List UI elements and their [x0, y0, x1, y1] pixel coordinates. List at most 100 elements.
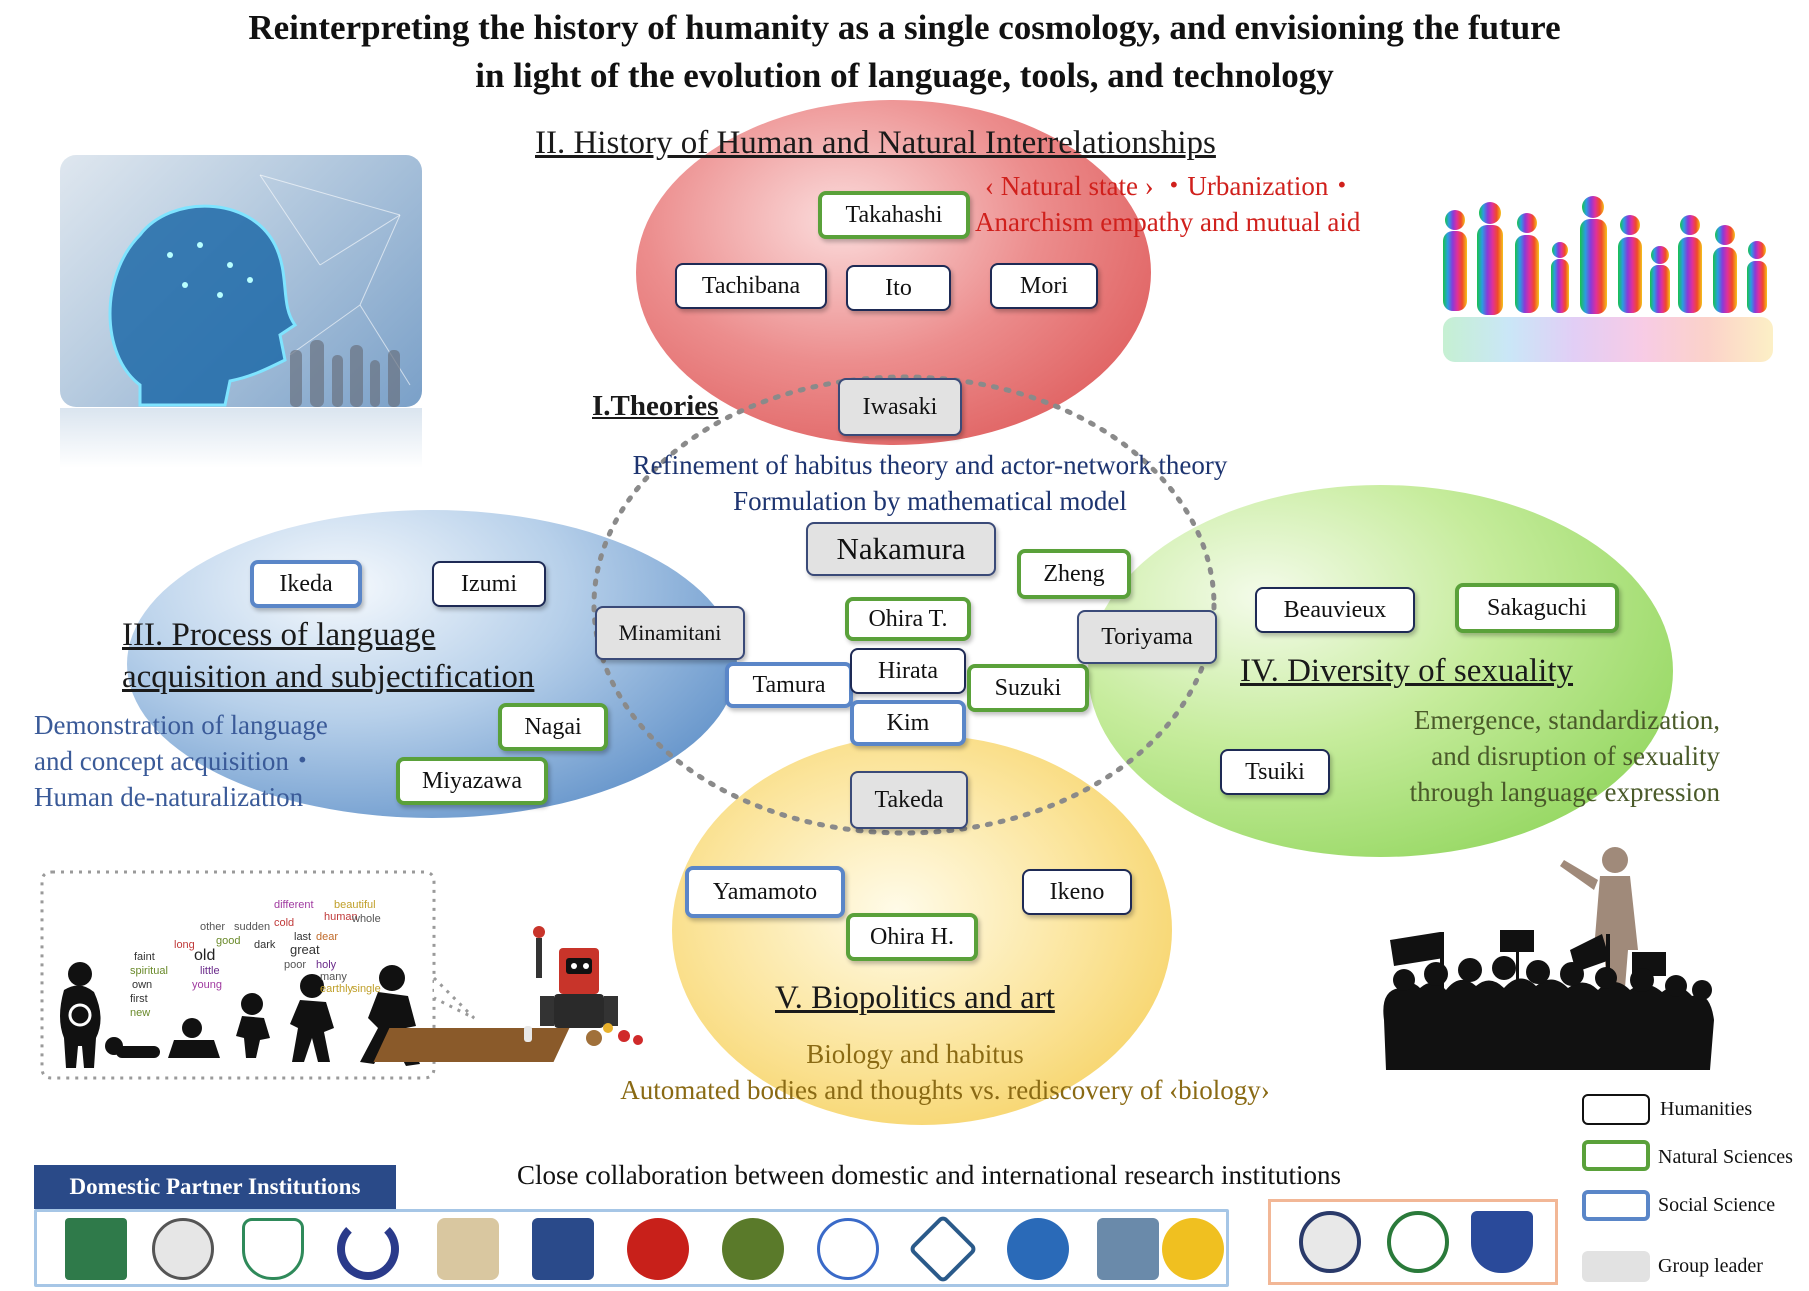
section-1-heading: I.Theories	[592, 390, 719, 422]
domestic-partners-panel	[34, 1209, 1229, 1287]
section-2-heading: II. History of Human and Natural Interre…	[535, 125, 1216, 161]
section-3-desc-line-1: Demonstration of language	[34, 710, 328, 740]
svg-text:long: long	[174, 939, 195, 951]
member-beauvieux: Beauvieux	[1255, 587, 1415, 633]
partner-logo-6	[532, 1218, 594, 1280]
legend-leader-label: Group leader	[1658, 1255, 1763, 1277]
partner-logo-13	[1162, 1218, 1224, 1280]
section-3-desc-line-2: and concept acquisition・	[34, 746, 316, 776]
member-toriyama: Toriyama	[1077, 610, 1217, 664]
legend-humanities-label: Humanities	[1660, 1098, 1753, 1120]
svg-text:other: other	[200, 921, 225, 933]
member-ikeno: Ikeno	[1022, 869, 1132, 915]
member-suzuki: Suzuki	[967, 664, 1089, 712]
section-3-desc-line-3: Human de-naturalization	[34, 782, 304, 812]
intl-logo-hanoi	[1387, 1211, 1449, 1273]
section-1-desc-line-1: Refinement of habitus theory and actor-n…	[632, 450, 1228, 480]
svg-text:many: many	[320, 971, 347, 983]
partner-logo-2	[152, 1218, 214, 1280]
section-4-circle	[1088, 485, 1673, 857]
svg-text:holy: holy	[316, 959, 337, 971]
member-takeda: Takeda	[850, 771, 968, 829]
svg-text:single: single	[352, 983, 381, 995]
legend-natural-label: Natural Sciences	[1658, 1146, 1793, 1168]
partner-logo-7	[627, 1218, 689, 1280]
svg-text:faint: faint	[134, 951, 155, 963]
intl-logo-pittsburgh	[1299, 1211, 1361, 1273]
partner-logo-11	[1007, 1218, 1069, 1280]
member-izumi: Izumi	[432, 561, 546, 607]
svg-text:dear: dear	[316, 931, 338, 943]
title-line-1: Reinterpreting the history of humanity a…	[248, 8, 1561, 47]
section-2-desc-line-1: ‹ Natural state › ・Urbanization・	[985, 171, 1356, 201]
international-partners-panel	[1268, 1199, 1558, 1285]
svg-text:cold: cold	[274, 917, 294, 929]
svg-text:little: little	[200, 965, 220, 977]
section-5-description: Biology and habitus Automated bodies and…	[580, 1036, 1310, 1108]
member-sakaguchi: Sakaguchi	[1455, 583, 1619, 633]
svg-text:whole: whole	[351, 913, 381, 925]
partner-logo-8	[722, 1218, 784, 1280]
section-2-desc-line-2: Anarchism empathy and mutual aid	[975, 207, 1361, 237]
legend-social-label: Social Science	[1658, 1194, 1776, 1216]
page-title: Reinterpreting the history of humanity a…	[0, 4, 1809, 100]
section-3-description: Demonstration of language and concept ac…	[34, 707, 328, 815]
legend-humanities-swatch	[1582, 1094, 1650, 1125]
partner-logo-9	[817, 1218, 879, 1280]
svg-text:great: great	[290, 942, 320, 957]
svg-text:spiritual: spiritual	[130, 965, 168, 977]
section-3-heading-line-2: acquisition and subjectification	[122, 659, 535, 695]
section-5-desc-line-2: Automated bodies and thoughts vs. redisc…	[620, 1075, 1270, 1105]
member-nakamura: Nakamura	[806, 522, 996, 576]
svg-text:young: young	[192, 979, 222, 991]
partner-logo-4	[337, 1218, 399, 1280]
svg-text:beautiful: beautiful	[334, 899, 376, 911]
svg-text:different: different	[274, 899, 314, 911]
title-line-2: in light of the evolution of language, t…	[475, 56, 1334, 95]
section-4-desc-line-3: through language expression	[1409, 777, 1720, 807]
svg-text:dark: dark	[254, 939, 276, 951]
svg-text:good: good	[216, 935, 240, 947]
svg-text:old: old	[194, 947, 215, 964]
section-4-description: Emergence, standardization, and disrupti…	[1325, 702, 1720, 810]
section-1-desc-line-2: Formulation by mathematical model	[733, 486, 1127, 516]
member-ohira-h: Ohira H.	[846, 913, 978, 961]
member-ikeda: Ikeda	[250, 560, 362, 608]
svg-text:sudden: sudden	[234, 921, 270, 933]
section-3-heading-line-1: III. Process of language	[122, 617, 436, 653]
section-4-desc-line-1: Emergence, standardization,	[1413, 705, 1720, 735]
member-tsuiki: Tsuiki	[1220, 749, 1330, 795]
partner-logo-10	[907, 1213, 979, 1285]
member-hirata: Hirata	[850, 648, 966, 694]
svg-text:earthly: earthly	[320, 983, 354, 995]
section-2-description: ‹ Natural state › ・Urbanization・ Anarchi…	[975, 168, 1360, 240]
member-tamura: Tamura	[725, 662, 853, 708]
partner-logo-1	[65, 1218, 127, 1280]
member-miyazawa: Miyazawa	[396, 757, 548, 805]
member-tachibana: Tachibana	[675, 263, 827, 309]
ai-brain-image	[60, 155, 422, 407]
member-zheng: Zheng	[1017, 549, 1131, 599]
member-nagai: Nagai	[498, 703, 608, 751]
intl-logo-shield	[1471, 1211, 1533, 1273]
member-ohira-t: Ohira T.	[845, 597, 971, 641]
section-4-heading: IV. Diversity of sexuality	[1240, 653, 1574, 689]
network-head-icon	[108, 174, 411, 407]
member-yamamoto: Yamamoto	[685, 866, 845, 918]
svg-text:own: own	[132, 979, 152, 991]
section-5-desc-line-1: Biology and habitus	[806, 1039, 1024, 1069]
section-5-heading: V. Biopolitics and art	[775, 980, 1055, 1016]
member-ito: Ito	[846, 265, 951, 311]
diverse-people-silhouettes-icon	[1443, 196, 1773, 362]
ai-brain-image-reflection	[60, 408, 422, 468]
partner-logo-12	[1097, 1218, 1159, 1280]
partner-logo-3	[242, 1218, 304, 1280]
partner-logo-5	[437, 1218, 499, 1280]
member-mori: Mori	[990, 263, 1098, 309]
member-minamitani: Minamitani	[595, 606, 745, 660]
member-takahashi: Takahashi	[818, 191, 970, 239]
section-4-desc-line-2: and disruption of sexuality	[1431, 741, 1720, 771]
legend-leader-swatch	[1582, 1251, 1650, 1282]
domestic-partners-label: Domestic Partner Institutions	[34, 1165, 396, 1209]
